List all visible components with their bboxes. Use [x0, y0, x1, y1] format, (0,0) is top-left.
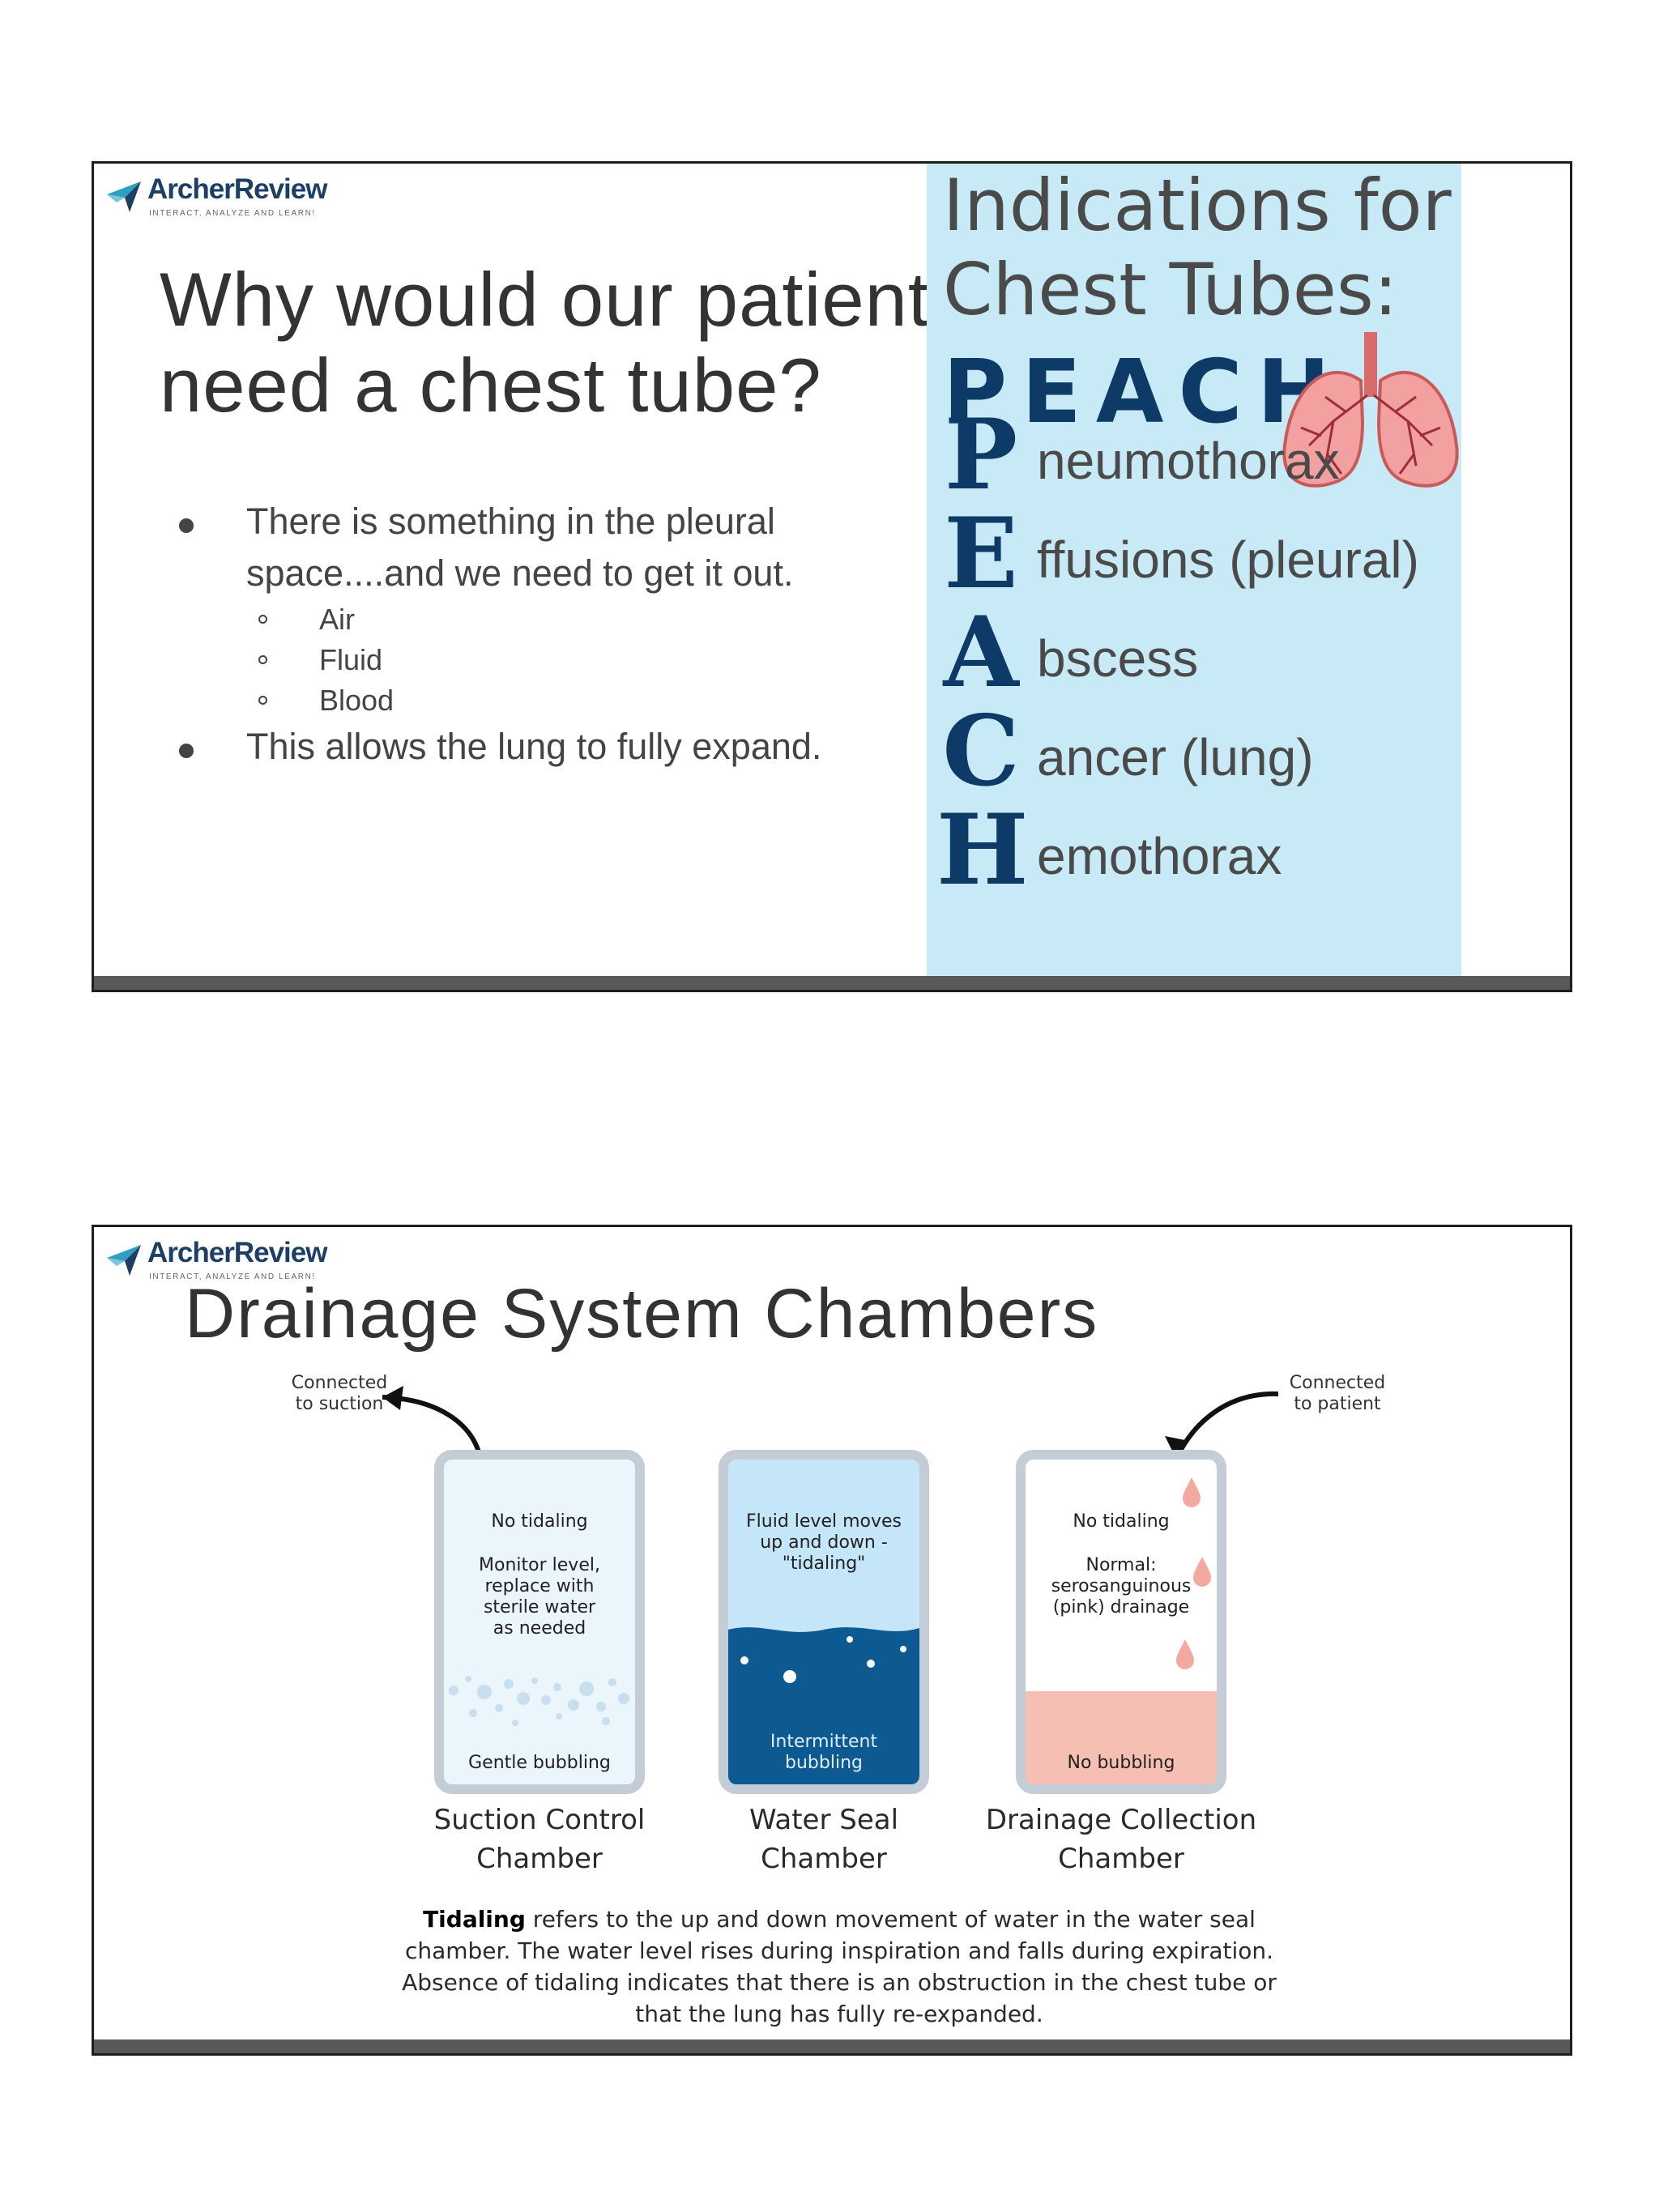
- callout-arrows: [382, 1386, 1279, 1463]
- bullet-dot: [179, 744, 194, 758]
- callout-connected-to-patient: Connected to patient: [1289, 1373, 1386, 1414]
- bubbles-icon: [449, 1676, 629, 1726]
- acronym-word: PEACH: [943, 342, 1346, 443]
- suction-control-chamber: No tidaling Monitor level, replace with …: [434, 1450, 645, 1794]
- chamber-label-drainage-collection: Drainage Collection Chamber: [985, 1804, 1257, 1875]
- logo-bird-icon: [107, 1245, 141, 1276]
- list-item: This allows the lung to fully expand.: [175, 721, 969, 773]
- logo-wordmark: ArcherReview: [147, 173, 327, 205]
- chamber-label-suction-control: Suction Control Chamber: [433, 1804, 646, 1875]
- peach-acronym-panel: Indications for Chest Tubes: PEACH P neu…: [927, 164, 1461, 990]
- acronym-row-e: E ffusions (pleural): [944, 497, 1419, 611]
- bullet-dot: [179, 518, 194, 533]
- slide-title: Drainage System Chambers: [185, 1275, 1099, 1353]
- sub-list-item: Air: [175, 599, 969, 640]
- logo-wordmark: ArcherReview: [147, 1237, 327, 1268]
- list-item: There is something in the pleural space.…: [175, 496, 969, 599]
- logo-tagline: INTERACT, ANALYZE AND LEARN!: [149, 209, 316, 218]
- callout-connected-to-suction: Connected to suction: [291, 1373, 388, 1414]
- bullet-list: There is something in the pleural space.…: [175, 496, 969, 773]
- lungs-icon: [1282, 332, 1459, 488]
- tidaling-definition: Tidaling refers to the up and down movem…: [402, 1906, 1277, 2027]
- slide-footer-bar: [94, 2039, 1570, 2053]
- panel-title: Indications for Chest Tubes:: [943, 164, 1452, 331]
- slide-drainage-chambers: ArcherReview INTERACT, ANALYZE AND LEARN…: [92, 1225, 1572, 2056]
- slide-chest-tube-indications: ArcherReview INTERACT, ANALYZE AND LEARN…: [92, 161, 1572, 992]
- drainage-collection-chamber: No tidaling Normal: serosanguinous (pink…: [1016, 1450, 1226, 1794]
- acronym-row-p: P neumothorax: [944, 398, 1340, 512]
- sub-list-item: Fluid: [175, 640, 969, 680]
- water-level-icon: [728, 1627, 919, 1784]
- sub-list-item: Blood: [175, 680, 969, 721]
- acronym-row-a: A bscess: [943, 595, 1199, 710]
- slide-title: Why would our patient need a chest tube?: [160, 257, 931, 428]
- acronym-row-c: C ancer (lung): [942, 694, 1314, 808]
- archer-review-logo: ArcherReview INTERACT, ANALYZE AND LEARN…: [105, 1237, 348, 1285]
- acronym-row-h: H emothorax: [936, 793, 1282, 907]
- slide-footer-bar: [94, 976, 1570, 990]
- archer-review-logo: ArcherReview INTERACT, ANALYZE AND LEARN…: [105, 173, 348, 222]
- logo-bird-icon: [107, 181, 141, 212]
- logo-tagline: INTERACT, ANALYZE AND LEARN!: [149, 1272, 316, 1281]
- chamber-label-water-seal: Water Seal Chamber: [748, 1804, 899, 1875]
- water-seal-chamber: Fluid level moves up and down - "tidalin…: [719, 1450, 929, 1794]
- drip-drops-icon: [1026, 1477, 1217, 1784]
